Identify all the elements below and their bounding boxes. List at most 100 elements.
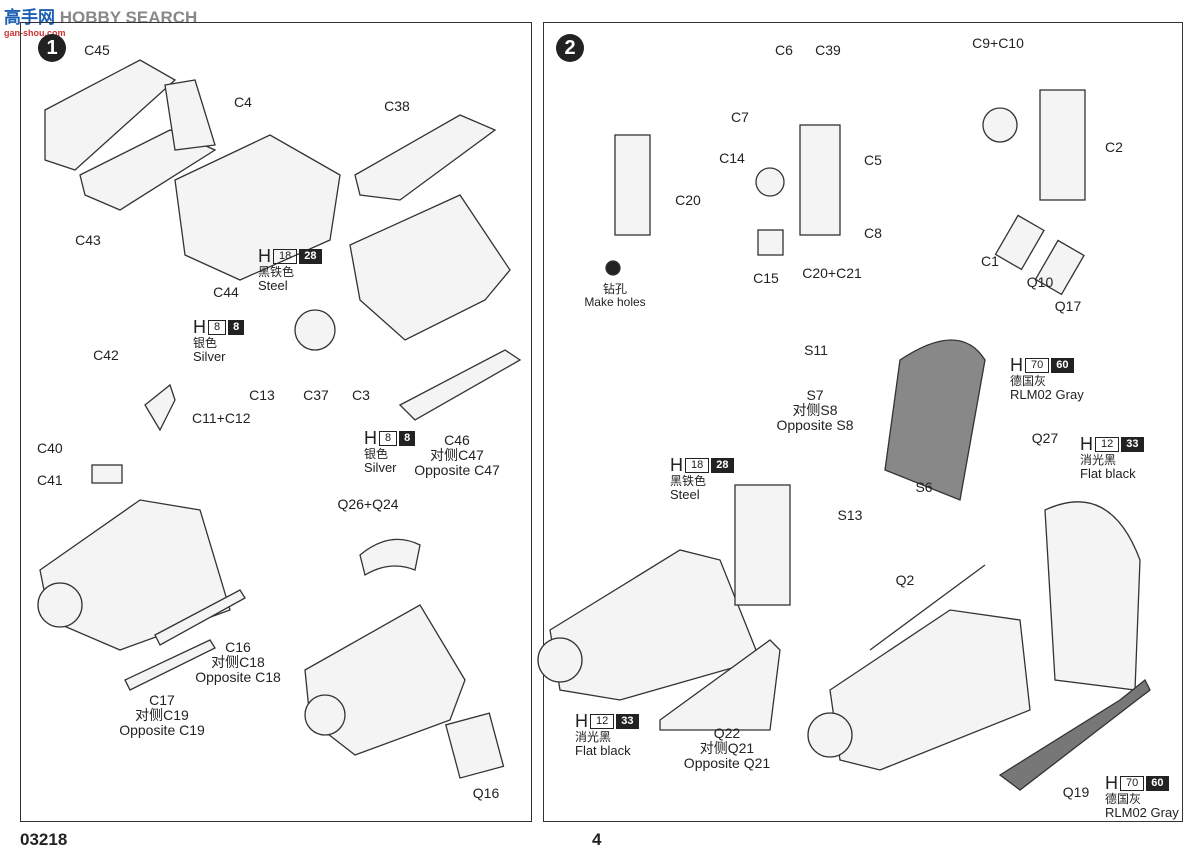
paint-name-cn: 黑铁色 [258,265,295,279]
part-label: Q16 [472,785,500,801]
part-label: C43 [75,232,101,248]
part-label: C2 [1105,139,1123,155]
part-label: C1 [981,253,999,269]
paint-code-alt: 60 [1051,357,1074,373]
part-engine-block [349,194,511,341]
part-id: C46 [444,432,470,448]
drill-note-en: Make holes [584,295,646,309]
part-q27 [884,339,986,501]
watermark-url: gan-shou.com [4,28,66,38]
part-label: Q17 [1054,298,1082,314]
part-note-en: Opposite Q21 [683,755,771,771]
part-label: Q10 [1026,274,1054,290]
part-note-cn: 对侧C47 [430,447,484,463]
part-label: S11 [804,342,828,358]
part-c44 [174,134,341,281]
part-supercharger [734,484,791,606]
part-id: Q22 [713,725,741,741]
part-q22 [659,639,781,731]
paint-name-en: Silver [364,460,397,475]
part-label: C15 [753,270,779,286]
part-id: S7 [806,387,824,403]
paint-code: 18 [685,457,710,473]
part-engine-right-2 [829,609,1031,771]
paint-name-cn: 德国灰 [1010,374,1047,388]
part-label: C5 [864,152,882,168]
paint-code-alt: 8 [228,319,245,335]
part-note-en: Opposite C18 [195,669,281,685]
kit-number: 03218 [20,830,68,849]
paint-code: 70 [1025,357,1050,373]
paint-name-en: Steel [258,278,288,293]
page-number: 4 [592,830,602,849]
paint-code-alt: 33 [616,713,639,729]
part-label: C14 [719,150,745,166]
part-propeller-hub [37,582,83,628]
part-label: C45 [84,42,110,58]
paint-name-en: Flat black [1080,466,1136,481]
part-c9-c10 [982,107,1018,143]
part-label: S6 [915,479,933,495]
paint-prefix: H [575,711,588,731]
paint-code: 12 [1095,436,1120,452]
part-label: C7 [731,109,749,125]
part-label: C37 [303,387,329,403]
part-c9 [1039,89,1086,201]
paint-prefix: H [1105,773,1118,793]
paint-name-en: Silver [193,349,226,364]
paint-code: 8 [379,430,398,446]
part-propeller-hub-2 [304,694,346,736]
drill-icon [605,260,621,276]
part-q2 [869,564,986,651]
part-label: C39 [815,42,841,58]
step-2-number: 2 [556,34,584,62]
paint-prefix: H [1010,355,1023,375]
part-c20 [614,134,651,236]
paint-code-alt: 8 [399,430,416,446]
paint-name-en: Flat black [575,743,631,758]
part-label: C9+C10 [972,35,1024,51]
paint-name-en: RLM02 Gray [1105,805,1179,820]
part-label: C38 [384,98,410,114]
paint-prefix: H [364,428,377,448]
paint-name-cn: 德国灰 [1105,792,1142,806]
paint-name-cn: 银色 [193,336,218,350]
part-propeller-hub-4 [807,712,853,758]
part-c37 [294,309,336,351]
part-c41 [91,464,123,484]
paint-code: 8 [208,319,227,335]
paint-code: 70 [1120,775,1145,791]
paint-code-alt: 28 [299,248,322,264]
paint-prefix: H [670,455,683,475]
part-c11 [144,383,176,432]
part-note-cn: 对侧S8 [792,402,838,418]
paint-prefix: H [1080,434,1093,454]
part-q19 [998,678,1151,791]
paint-name-en: Steel [670,487,700,502]
part-c17 [124,639,216,691]
part-c45 [44,59,217,211]
part-label: C6 [775,42,793,58]
step-2-panel [543,22,1183,822]
step-1-panel [20,22,532,822]
part-label: Q26+Q24 [337,496,399,512]
part-label: Q19 [1062,784,1090,800]
part-note-en: Opposite S8 [776,417,854,433]
paint-code-alt: 33 [1121,436,1144,452]
part-note-en: Opposite C47 [414,462,500,478]
part-c16 [154,589,246,646]
